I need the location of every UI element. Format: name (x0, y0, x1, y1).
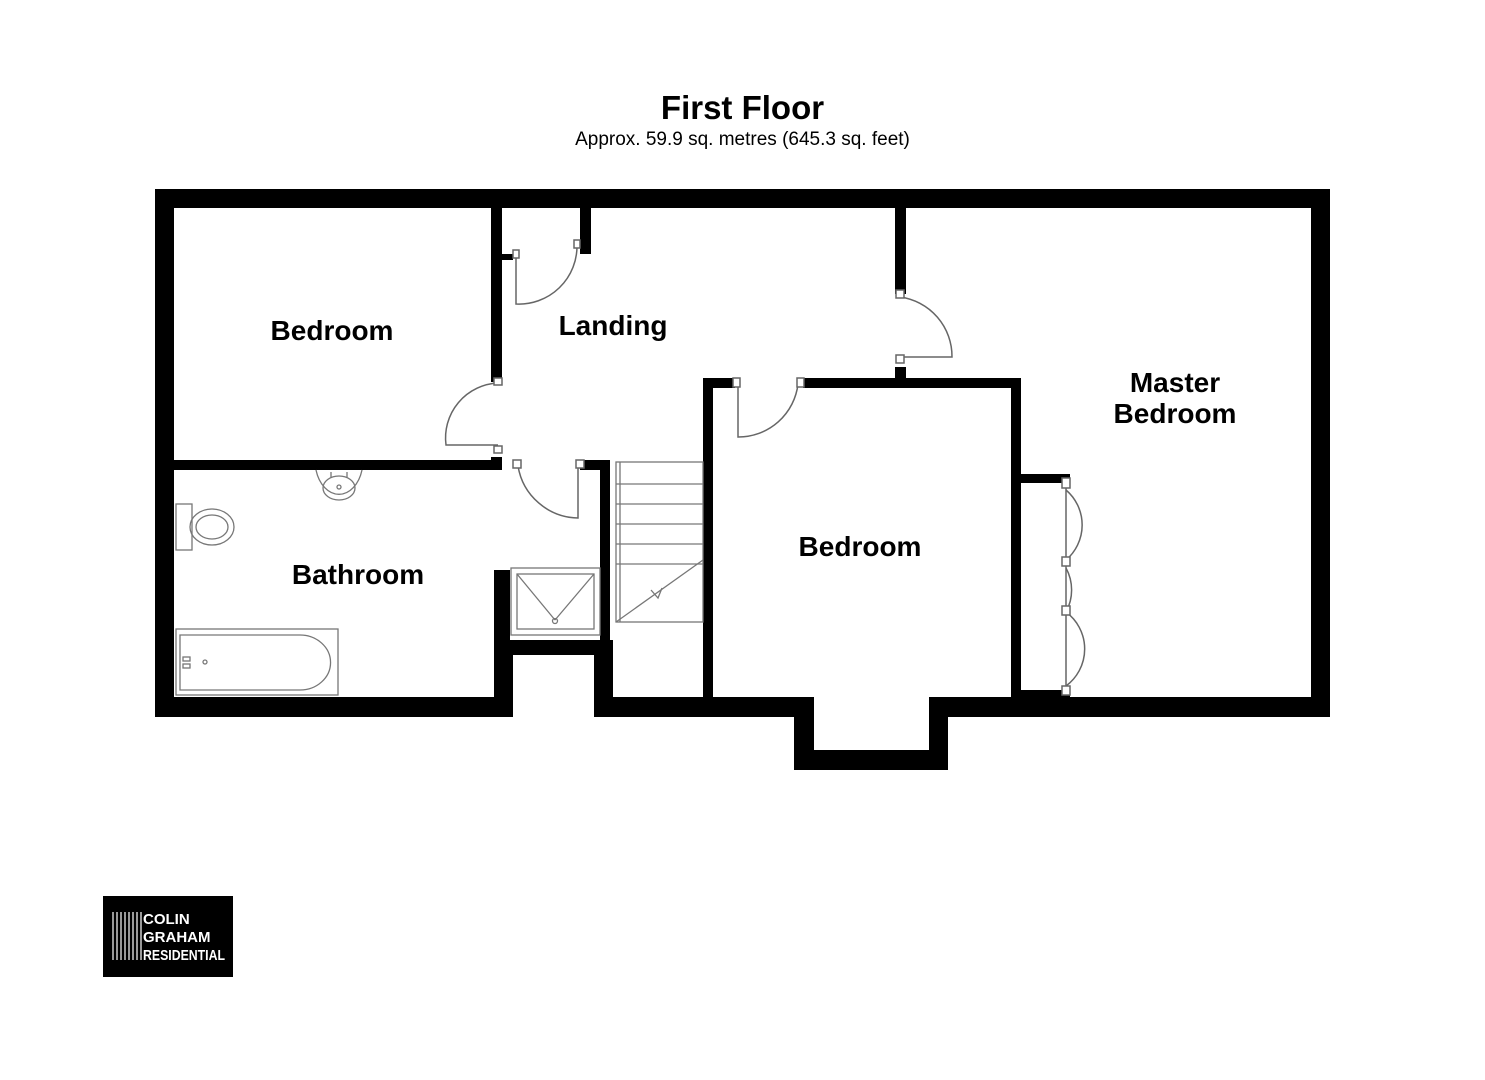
logo-line-3: RESIDENTIAL (143, 947, 225, 964)
room-label-bedroom-1: Bedroom (271, 315, 394, 346)
staircase-icon (615, 461, 704, 623)
basin-icon (315, 469, 363, 501)
room-label-master-line1: Master (1130, 367, 1220, 398)
door-swing-icon (444, 239, 1086, 696)
outer-walls (155, 189, 1330, 770)
shower-icon (510, 567, 601, 636)
logo-mark-icon (112, 912, 142, 960)
floor-title: First Floor (660, 89, 825, 126)
bath-icon (175, 628, 339, 696)
room-label-bathroom: Bathroom (292, 559, 424, 590)
logo-line-1: COLIN (143, 911, 190, 928)
company-logo: COLIN GRAHAM RESIDENTIAL (103, 896, 233, 977)
toilet-icon (175, 503, 235, 551)
interior-walls (174, 208, 1070, 699)
room-label-master-line2: Bedroom (1114, 398, 1237, 429)
room-label-bedroom-2: Bedroom (799, 531, 922, 562)
room-label-landing: Landing (559, 310, 668, 341)
plan-header: First Floor Approx. 59.9 sq. metres (645… (0, 88, 1485, 152)
logo-line-2: GRAHAM (143, 929, 211, 946)
floor-area: Approx. 59.9 sq. metres (645.3 sq. feet) (575, 129, 910, 150)
